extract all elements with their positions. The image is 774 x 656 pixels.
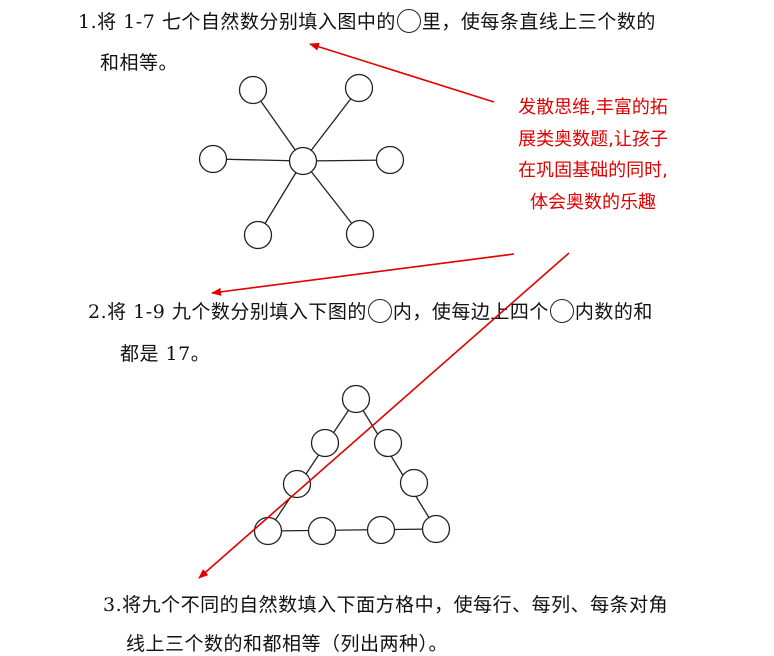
blank-circle bbox=[373, 428, 403, 458]
circle-icon bbox=[549, 299, 574, 323]
blank-circle bbox=[399, 468, 429, 498]
blank-circle bbox=[421, 514, 451, 544]
triangle-figure bbox=[253, 384, 451, 546]
star-figure bbox=[198, 73, 405, 250]
spoke-line bbox=[302, 87, 360, 162]
arrow-to-problem-1 bbox=[309, 42, 495, 103]
problem-1-text-a: 将 1-7 七个自然数分别填入图中的 bbox=[97, 11, 396, 33]
problem-1-line-2: 和相等。 bbox=[100, 52, 179, 74]
problem-2-text-a: 将 1-9 九个数分别填入下图的 bbox=[107, 301, 367, 323]
blank-circle bbox=[243, 220, 273, 250]
problem-2-line-1: 2.将 1-9 九个数分别填入下图的 内，使每边上四个 内数的和 bbox=[88, 299, 653, 324]
edge-line bbox=[267, 398, 357, 532]
blank-circle bbox=[198, 144, 228, 174]
problem-3-number: 3. bbox=[103, 594, 123, 616]
blank-circle bbox=[310, 428, 340, 458]
arrow-to-problem-2 bbox=[211, 253, 515, 296]
circle-icon bbox=[367, 299, 392, 323]
annotation-line: 展类奥数题,让孩子 bbox=[518, 128, 668, 150]
arrow-to-problem-3 bbox=[198, 252, 570, 579]
annotation-text: 发散思维,丰富的拓 展类奥数题,让孩子 在巩固基础的同时, 体会奥数的乐趣 bbox=[488, 92, 698, 218]
problem-1-text-b: 里，使每条直线上三个数的 bbox=[421, 11, 656, 33]
blank-circle bbox=[238, 75, 268, 105]
blank-circle bbox=[375, 145, 405, 175]
problem-2-text-c: 内数的和 bbox=[574, 301, 653, 323]
blank-circle bbox=[307, 516, 337, 546]
blank-circle bbox=[344, 73, 374, 103]
problem-2-number: 2. bbox=[88, 301, 108, 323]
annotation-line: 体会奥数的乐趣 bbox=[530, 191, 656, 213]
spoke-line bbox=[302, 160, 361, 235]
circle-icon bbox=[396, 9, 421, 33]
blank-circle bbox=[366, 515, 396, 545]
blank-circle bbox=[341, 384, 371, 414]
problem-1-line-1: 1.将 1-7 七个自然数分别填入图中的 里，使每条直线上三个数的 bbox=[78, 9, 656, 34]
edge-line bbox=[267, 528, 437, 532]
problem-2-text-b: 内，使每边上四个 bbox=[392, 301, 549, 323]
problem-2-line-2: 都是 17。 bbox=[120, 343, 211, 365]
spoke-line bbox=[252, 89, 304, 162]
blank-circle bbox=[345, 219, 375, 249]
spoke-line bbox=[212, 158, 304, 162]
blank-circle bbox=[253, 516, 283, 546]
spoke-line bbox=[257, 160, 304, 236]
blank-circle bbox=[288, 146, 318, 176]
edge-line bbox=[355, 398, 437, 530]
problem-1-number: 1. bbox=[78, 11, 98, 33]
spoke-line bbox=[302, 159, 391, 162]
annotation-line: 发散思维,丰富的拓 bbox=[518, 97, 668, 118]
problem-3-line-1: 3.将九个不同的自然数填入下面方格中，使每行、每列、每条对角 bbox=[103, 593, 668, 617]
blank-circle bbox=[282, 469, 312, 499]
problem-3-text-1: 将九个不同的自然数填入下面方格中，使每行、每列、每条对角 bbox=[122, 594, 669, 616]
annotation-line: 在巩固基础的同时, bbox=[518, 160, 668, 181]
